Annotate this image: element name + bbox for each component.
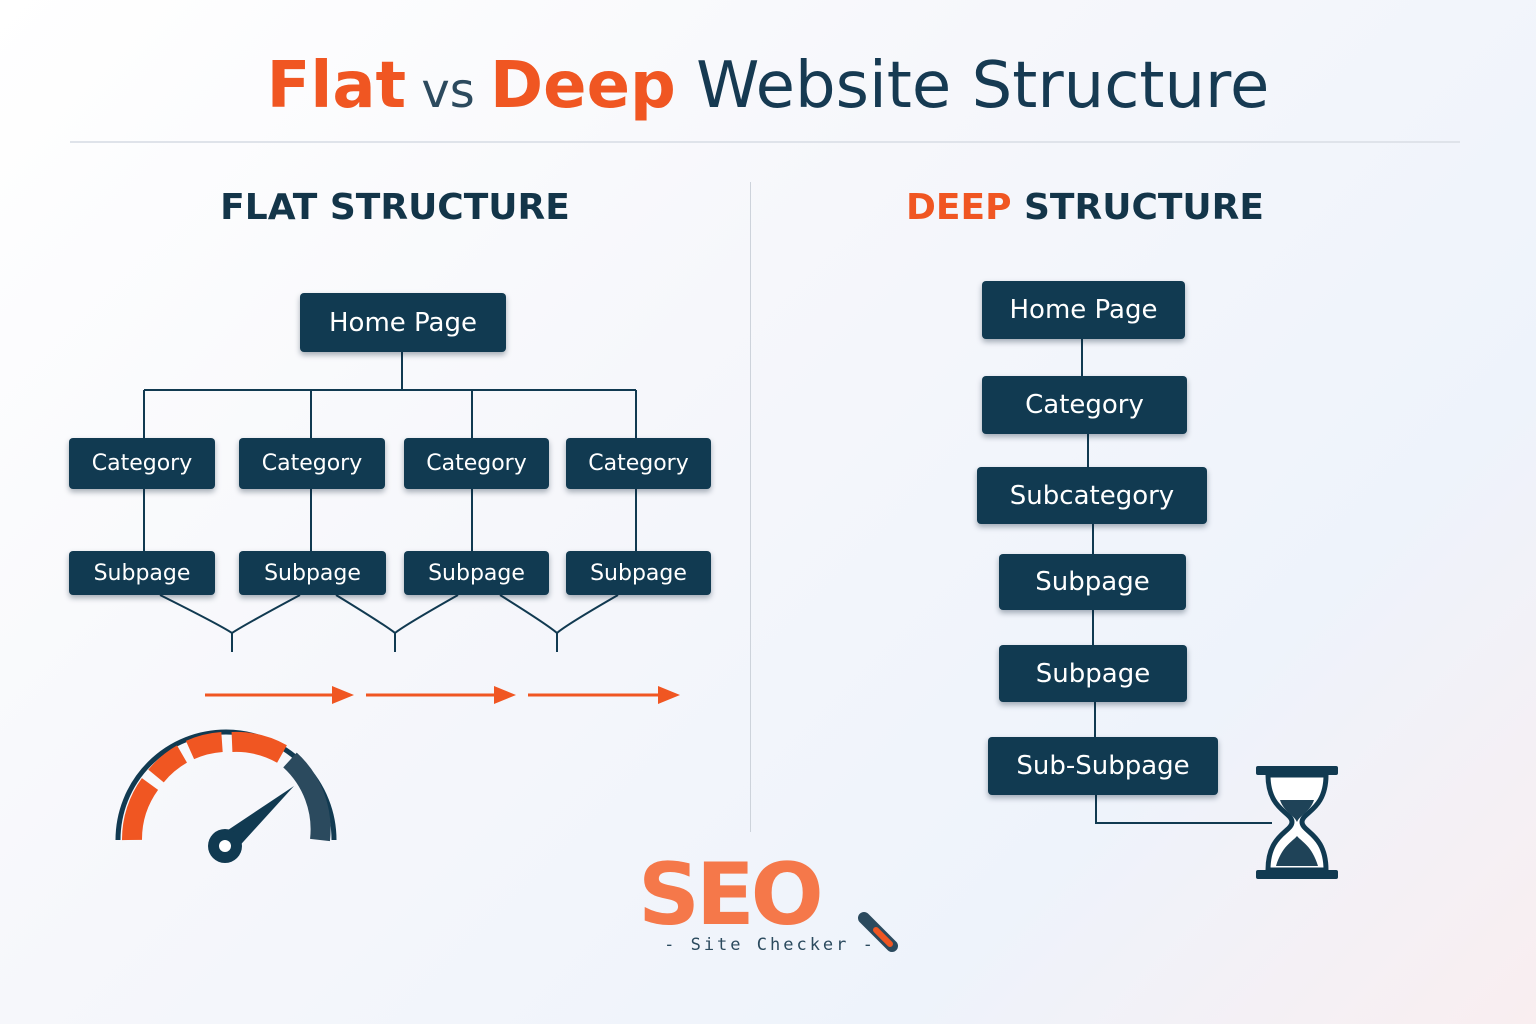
- flat-subpage-node-4: Subpage: [566, 551, 711, 595]
- hourglass-icon: [1256, 766, 1338, 879]
- logo-wordmark: SEO: [638, 845, 820, 945]
- flat-category-node-2: Category: [239, 438, 385, 489]
- logo-tagline: - Site Checker -: [664, 935, 876, 955]
- title-flat: Flat: [266, 49, 407, 123]
- deep-heading-rest: STRUCTURE: [1011, 187, 1264, 228]
- deep-subpage-node-2: Subpage: [999, 645, 1187, 702]
- deep-sub-subpage-node: Sub-Subpage: [988, 737, 1218, 795]
- title-vs: vs: [406, 63, 491, 119]
- flat-subpage-node-1: Subpage: [69, 551, 215, 595]
- title-rest: Website Structure: [675, 49, 1270, 123]
- center-divider: [750, 182, 751, 832]
- deep-heading-accent: DEEP: [906, 187, 1012, 228]
- arrow-right-icon: [528, 686, 680, 704]
- deep-line-to-hourglass: [1095, 795, 1272, 824]
- deep-subpage-node-1: Subpage: [999, 554, 1186, 610]
- flat-subpage-node-3: Subpage: [404, 551, 549, 595]
- seo-site-checker-logo: SEO - Site Checker -: [636, 832, 906, 962]
- flat-structure-heading: FLAT STRUCTURE: [220, 187, 570, 228]
- magnifier-icon: [858, 912, 898, 952]
- deep-subcategory-node: Subcategory: [977, 467, 1207, 524]
- flat-home-page-node: Home Page: [300, 293, 506, 352]
- arrow-right-icon: [366, 686, 516, 704]
- deep-home-page-node: Home Page: [982, 281, 1185, 339]
- flat-category-node-3: Category: [404, 438, 549, 489]
- flat-merge-connector-3: [499, 594, 619, 652]
- logo-graphic: SEO - Site Checker -: [638, 845, 898, 955]
- speedometer-icon: [115, 729, 337, 863]
- flat-merge-connector-1: [159, 594, 301, 652]
- flat-category-node-1: Category: [69, 438, 215, 489]
- deep-category-node: Category: [982, 376, 1187, 434]
- title-deep: Deep: [490, 49, 676, 123]
- flat-category-node-4: Category: [566, 438, 711, 489]
- arrow-right-icon: [205, 686, 354, 704]
- title-divider: [70, 141, 1460, 143]
- page-title: Flat vs Deep Website Structure: [0, 44, 1536, 133]
- deep-structure-heading: DEEP STRUCTURE: [860, 186, 1310, 230]
- flat-merge-connector-2: [335, 594, 459, 652]
- flat-subpage-node-2: Subpage: [239, 551, 386, 595]
